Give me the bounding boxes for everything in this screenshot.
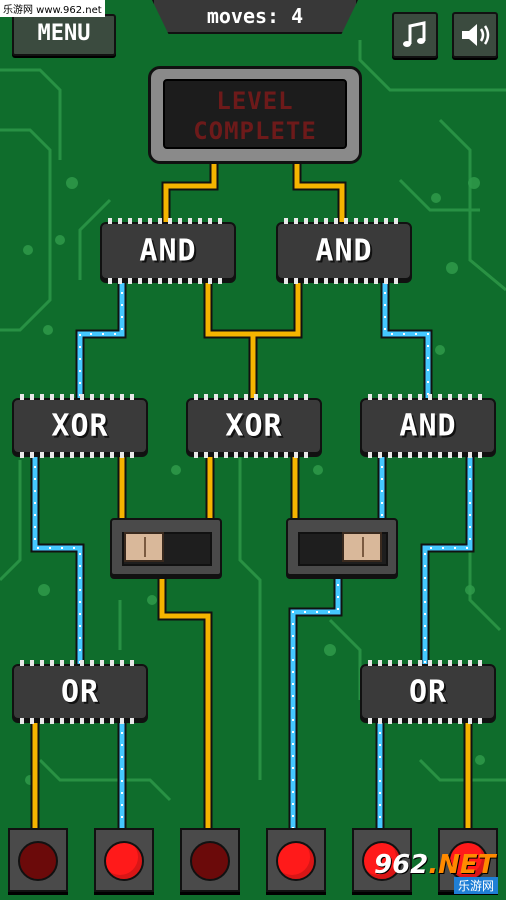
output-led-3 <box>180 828 240 892</box>
site-logo: 962.NET 乐游网 <box>366 848 502 896</box>
switch-knob[interactable] <box>342 532 382 562</box>
right-switch[interactable] <box>286 518 398 576</box>
logo-number: 962 <box>374 850 429 880</box>
gate-label: OR <box>408 674 448 710</box>
speaker-icon <box>462 24 490 46</box>
logo-text: 962.NET <box>374 850 495 880</box>
switch-knob[interactable] <box>124 532 164 562</box>
music-note-icon <box>403 21 426 47</box>
gate-and-row2-right: AND <box>360 394 496 458</box>
output-led-4 <box>266 828 326 892</box>
moves-counter: moves: 4 <box>152 0 358 34</box>
status-screen: LEVEL COMPLETE <box>163 79 347 149</box>
logo-caption: 乐游网 <box>453 877 498 894</box>
moves-label: moves: 4 <box>206 4 304 28</box>
gate-label: AND <box>399 408 457 444</box>
gate-label: XOR <box>51 408 109 444</box>
status-line-1: LEVEL <box>216 87 294 115</box>
gate-label: OR <box>60 674 100 710</box>
gate-label: XOR <box>225 408 283 444</box>
gate-label: AND <box>139 233 197 269</box>
led-light <box>362 841 402 881</box>
led-light <box>190 841 230 881</box>
gate-xor-row2-left: XOR <box>12 394 148 458</box>
status-display: LEVEL COMPLETE <box>148 66 362 164</box>
gate-or-row3-left: OR <box>12 660 148 724</box>
led-light <box>18 841 58 881</box>
gate-or-row3-right: OR <box>360 660 496 724</box>
menu-label: MENU <box>37 21 91 46</box>
output-led-5 <box>352 828 412 892</box>
gate-xor-row2-middle: XOR <box>186 394 322 458</box>
led-light <box>276 841 316 881</box>
gate-label: AND <box>315 233 373 269</box>
music-toggle-button[interactable] <box>392 12 438 58</box>
output-led-1 <box>8 828 68 892</box>
output-led-2 <box>94 828 154 892</box>
gate-and-row1-left: AND <box>100 218 236 284</box>
logo-suffix: .NET <box>428 850 496 880</box>
menu-button[interactable]: MENU <box>12 14 116 56</box>
led-light <box>104 841 144 881</box>
site-watermark: 乐游网 www.962.net <box>0 0 105 17</box>
gate-and-row1-right: AND <box>276 218 412 284</box>
left-switch[interactable] <box>110 518 222 576</box>
sound-toggle-button[interactable] <box>452 12 498 58</box>
status-line-2: COMPLETE <box>193 117 317 145</box>
